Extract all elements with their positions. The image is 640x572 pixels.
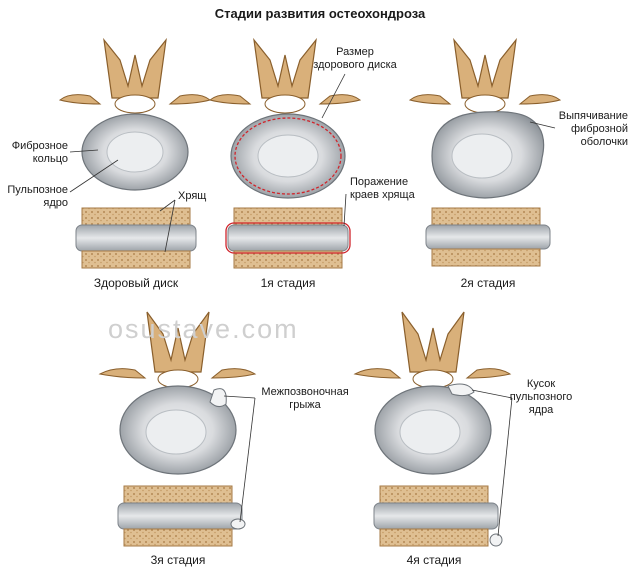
label-nucleus-fragment: Кусок пульпозного ядра <box>509 378 573 416</box>
nucleus-fragment-top <box>447 383 475 397</box>
spinal-canal <box>464 94 506 114</box>
stage2-disc-side <box>425 207 551 267</box>
leader-cartilage-2 <box>164 199 176 253</box>
pulpous-nucleus <box>106 131 164 173</box>
disc-side <box>373 502 499 530</box>
spinal-canal <box>264 94 306 114</box>
vertebra-arch <box>453 37 517 99</box>
transverse-process-left <box>208 94 252 105</box>
watermark: osustave.com <box>108 314 299 344</box>
label-fibrous-bulging: Выпячивание фиброзной оболочки <box>558 110 628 148</box>
vertebral-body-bottom <box>431 248 541 267</box>
healthy-disc-side <box>75 207 197 269</box>
leader-hernia-2 <box>239 397 256 523</box>
caption-stage3: 3я стадия <box>150 553 206 567</box>
vertebral-body-bottom <box>379 528 489 547</box>
leader-pulpous-nucleus <box>69 159 119 193</box>
cartilage-damage-outline <box>225 222 351 254</box>
vertebral-body-bottom <box>123 528 233 547</box>
stage3-disc-top <box>98 311 257 475</box>
disc-side <box>117 502 243 530</box>
leader-fragment-2 <box>497 397 513 537</box>
caption-stage2: 2я стадия <box>460 276 516 290</box>
leader-bulging <box>529 121 556 129</box>
leader-healthy-size <box>321 73 346 119</box>
vertebral-body-top <box>123 485 233 504</box>
vertebra-arch <box>103 37 167 99</box>
spinal-canal <box>157 369 199 389</box>
leader-cartilage-damage <box>343 193 347 227</box>
disc-side <box>227 224 349 252</box>
stage1-disc-top <box>208 37 362 199</box>
label-healthy-disc-size: Размер здорового диска <box>313 46 397 71</box>
stage4-disc-side <box>373 485 503 547</box>
transverse-process-right <box>318 94 362 105</box>
caption-healthy: Здоровый диск <box>93 276 179 290</box>
vertebral-body-top <box>379 485 489 504</box>
vertebral-body-bottom <box>81 250 191 269</box>
transverse-process-left <box>58 94 102 105</box>
leader-fragment-1 <box>471 389 513 399</box>
leader-lines <box>69 73 556 537</box>
nucleus-fragment-side <box>489 533 503 547</box>
label-intervertebral-hernia: Межпозвоночная грыжа <box>261 386 349 411</box>
pulpous-nucleus <box>399 409 461 455</box>
disc-side <box>425 224 551 250</box>
vertebral-body-top <box>81 207 191 226</box>
label-fibrous-ring: Фиброзное кольцо <box>11 140 68 165</box>
pulpous-nucleus <box>257 134 319 178</box>
transverse-process-right <box>518 94 562 105</box>
leader-cartilage-1 <box>159 199 176 212</box>
vertebral-body-top <box>431 207 541 226</box>
transverse-process-left <box>408 94 452 105</box>
diagram-title: Стадии развития остеохондроза <box>214 6 426 21</box>
hernia-protrusion <box>209 388 227 408</box>
spinal-canal <box>412 369 454 389</box>
healthy-size-outline <box>234 117 342 195</box>
transverse-process-right <box>465 368 512 379</box>
label-cartilage: Хрящ <box>178 190 207 202</box>
vertebra-arch <box>146 311 210 373</box>
transverse-process-left <box>353 368 402 379</box>
caption-stage1: 1я стадия <box>260 276 316 290</box>
pulpous-nucleus <box>451 133 513 179</box>
label-cartilage-damage: Поражение краев хряща <box>350 176 415 201</box>
vertebra-arch <box>401 311 465 373</box>
vertebra-arch <box>253 37 317 99</box>
healthy-disc-top <box>58 37 212 191</box>
stage3-disc-side <box>117 485 246 547</box>
transverse-process-left <box>98 368 147 379</box>
disc-side <box>75 224 197 252</box>
leader-fibrous-ring <box>69 149 99 153</box>
label-pulpous-nucleus: Пульпозное ядро <box>7 184 68 209</box>
stage1-disc-side <box>225 207 351 269</box>
vertebral-body-bottom <box>233 250 343 269</box>
transverse-process-right <box>168 94 212 105</box>
leader-hernia-1 <box>223 395 256 399</box>
hernia-side <box>230 518 246 530</box>
pulpous-nucleus <box>145 409 207 455</box>
spinal-canal <box>114 94 156 114</box>
transverse-process-right <box>210 368 257 379</box>
stage2-disc-top <box>408 37 562 199</box>
caption-stage4: 4я стадия <box>406 553 462 567</box>
stage4-disc-top <box>353 311 512 475</box>
